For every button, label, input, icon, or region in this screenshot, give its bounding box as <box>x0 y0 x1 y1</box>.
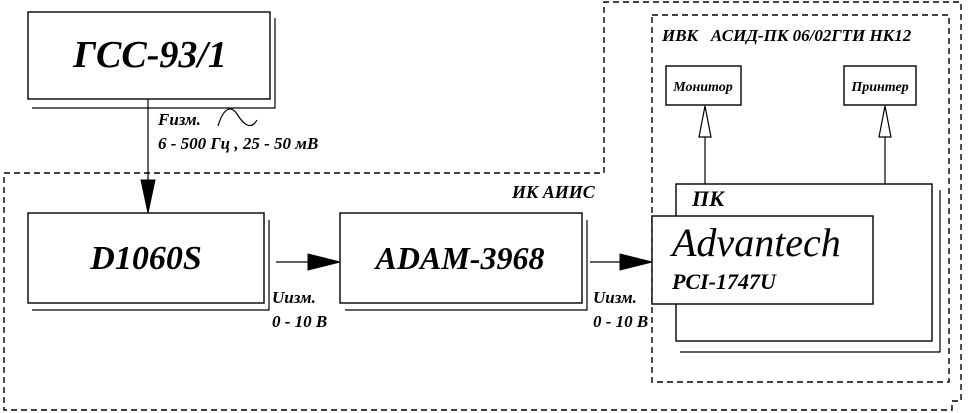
generator-block <box>27 11 271 100</box>
adam-label: ADAM-3968 <box>374 240 545 276</box>
generator-block-shadow <box>32 18 276 109</box>
card-brand-label: Advantech <box>669 220 841 265</box>
amplifier-label: D1060S <box>89 240 201 277</box>
generator-signal-name: Fизм. <box>157 110 201 129</box>
arrow-solid-icon <box>140 179 156 214</box>
advantech-card-block <box>651 215 874 305</box>
card-model-label: PCI-1747U <box>671 269 777 294</box>
pc-label: ПК <box>691 186 725 211</box>
adam-signal-range: 0 - 10 В <box>593 312 648 331</box>
adam-block-shadow <box>345 220 588 311</box>
arrow-solid-icon <box>307 253 341 271</box>
arrow-solid-icon <box>619 253 653 271</box>
adam-signal-name: Uизм. <box>593 288 637 307</box>
amplifier-block-shadow <box>32 220 270 311</box>
amplifier-block <box>27 212 265 304</box>
ivk-label: ИВК АСИД-ПК 06/02ГТИ НК12 <box>661 26 912 45</box>
ik-aiis-label: ИК АИИС <box>511 182 596 202</box>
pc-block-shadow <box>680 190 941 353</box>
arrow-open-icon <box>698 105 712 138</box>
amplifier-signal-range: 0 - 10 В <box>272 312 327 331</box>
monitor-label: Монитор <box>672 80 733 95</box>
monitor-block <box>665 65 742 106</box>
ivk-boundary <box>651 14 950 383</box>
generator-label: ГСС-93/1 <box>72 34 227 76</box>
printer-block <box>843 65 917 106</box>
adam-block <box>339 212 583 304</box>
arrow-open-icon <box>878 105 892 138</box>
sine-wave-icon <box>217 108 258 127</box>
generator-signal-range: 6 - 500 Гц , 25 - 50 мВ <box>158 134 318 153</box>
printer-label: Принтер <box>850 80 908 95</box>
amplifier-signal-name: Uизм. <box>272 288 316 307</box>
